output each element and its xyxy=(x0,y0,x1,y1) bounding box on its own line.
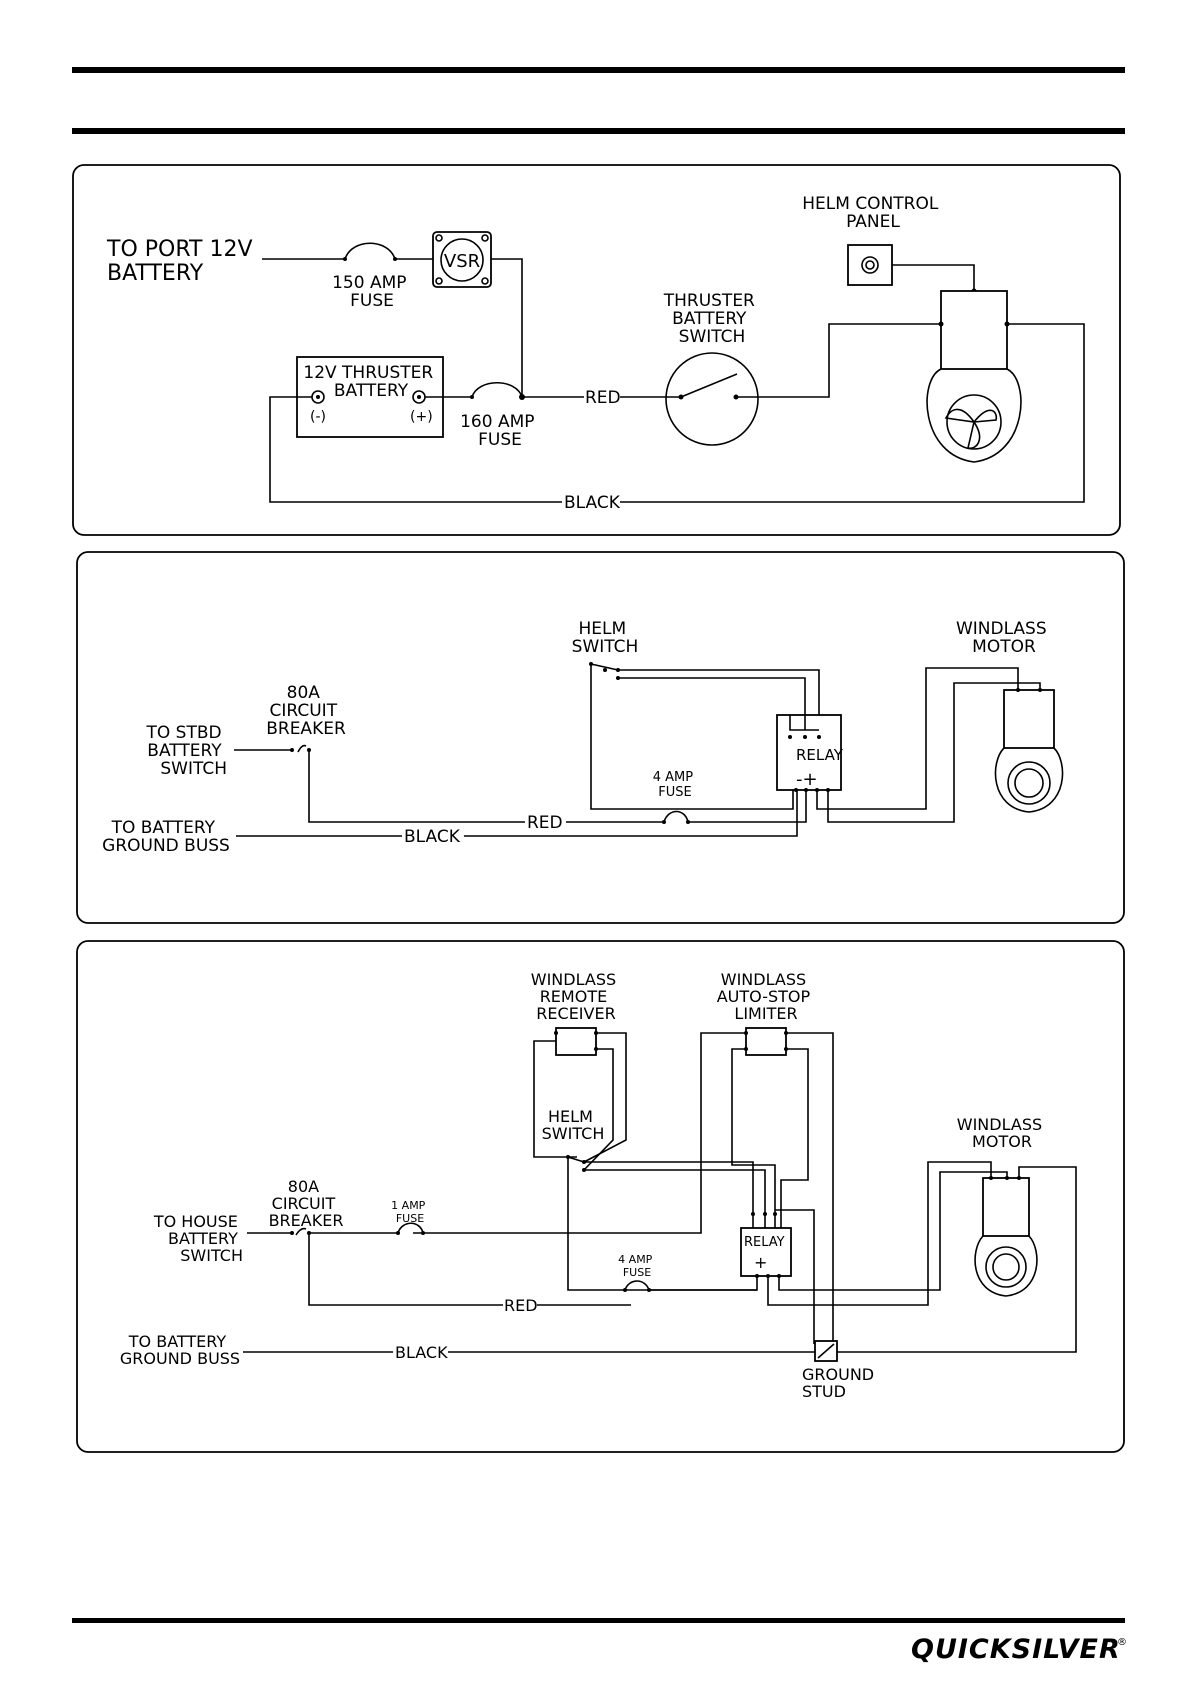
remote-receiver-label: WINDLASS REMOTE RECEIVER xyxy=(531,970,621,1023)
relay-3-label: RELAY xyxy=(744,1235,785,1250)
wire-limiter-ground xyxy=(786,1032,834,1344)
wire-limiter-relay-b xyxy=(780,1048,809,1203)
remote-enclosure xyxy=(533,1040,577,1158)
thruster-battery-label: 12V THRUSTER BATTERY xyxy=(303,363,438,401)
to-stbd-battery-label: TO STBD BATTERY SWITCH xyxy=(145,723,227,779)
to-house-battery-label: TO HOUSE BATTERY SWITCH xyxy=(153,1212,243,1265)
quicksilver-logo: QUICKSILVER xyxy=(911,1634,1121,1665)
circuit-breaker-3-label: 80A CIRCUIT BREAKER xyxy=(269,1177,344,1230)
wire-limiter-relay-a xyxy=(731,1048,776,1203)
auto-stop-limiter xyxy=(745,1027,787,1056)
fuse-4-3-label: 4 AMP FUSE xyxy=(618,1253,656,1279)
terminal-positive-label: (+) xyxy=(410,409,433,425)
fuse-4-2-label: 4 AMP FUSE xyxy=(653,770,698,800)
helm-switch-3-label: HELM SWITCH xyxy=(542,1107,605,1143)
wire-limiter-feed xyxy=(413,1032,746,1234)
wire-red-label: RED xyxy=(585,388,621,408)
windlass-motor-3-drum xyxy=(985,1246,1027,1288)
wire-red-2-label: RED xyxy=(527,813,563,833)
windlass-helm-panel: HELM SWITCH WINDLASS MOTOR RELAY -+ xyxy=(76,551,1125,924)
windlass-remote-panel: WINDLASS REMOTE RECEIVER WINDLASS AUTO-S… xyxy=(76,940,1125,1453)
remote-receiver xyxy=(555,1027,597,1056)
windlass-motor-2 xyxy=(1003,689,1055,749)
wire-relay-motor-b xyxy=(827,682,1041,823)
circuit-breaker-2-symbol xyxy=(297,744,307,753)
wire-black-2-label: BLACK xyxy=(404,827,461,847)
panel-frame-3 xyxy=(76,940,1125,1453)
helm-switch-label: HELM SWITCH xyxy=(572,619,639,657)
windlass-motor-2-drum xyxy=(1007,761,1051,805)
relay-3 xyxy=(740,1227,792,1277)
wire-red-2 xyxy=(308,750,664,823)
thruster-wiring-panel: TO PORT 12V BATTERY 150 AMP FUSE VSR 12V… xyxy=(72,164,1121,536)
auto-stop-limiter-label: WINDLASS AUTO-STOP LIMITER xyxy=(717,970,816,1023)
wire-relay-motor-a xyxy=(816,667,1019,810)
wire-black-2 xyxy=(236,790,798,837)
wire-black-return xyxy=(269,323,1085,503)
relay-2-terminals: -+ xyxy=(796,769,818,790)
to-ground-buss-2-label: TO BATTERY GROUND BUSS xyxy=(102,818,230,856)
windlass-motor-3-label: WINDLASS MOTOR xyxy=(957,1115,1047,1151)
fuse-160-label: 160 AMP FUSE xyxy=(460,412,540,450)
wire-receiver-to-helm-a xyxy=(583,1032,627,1163)
circuit-breaker-3-symbol xyxy=(295,1227,307,1236)
to-port-battery-label: TO PORT 12V BATTERY xyxy=(106,237,260,286)
fuse-150-symbol xyxy=(344,242,396,260)
propeller-icon xyxy=(946,394,1002,450)
thruster-battery-switch xyxy=(665,352,759,446)
fuse-150-label: 150 AMP FUSE xyxy=(332,273,412,311)
wire-helm-to-relay xyxy=(584,1161,754,1203)
footer-rule xyxy=(72,1618,1125,1623)
wire-vsr-to-fuse xyxy=(491,258,523,397)
relay-2-label: RELAY xyxy=(796,746,844,764)
fuse-1-label: 1 AMP FUSE xyxy=(391,1199,429,1225)
wire-receiver-to-helm-b xyxy=(583,1048,614,1171)
panel-frame-2 xyxy=(76,551,1125,924)
fuse-160-symbol xyxy=(471,382,523,398)
relay-2 xyxy=(776,714,842,791)
wire-relay3-motor-b xyxy=(778,1171,1008,1291)
circuit-breaker-2-label: 80A CIRCUIT BREAKER xyxy=(266,683,346,739)
thruster-motor-housing xyxy=(940,290,1008,370)
thruster-battery-switch-label: THRUSTER BATTERY SWITCH xyxy=(663,291,761,347)
helm-control-panel xyxy=(847,244,893,286)
wire-helm-feed xyxy=(590,664,794,810)
fuse-4-2-symbol xyxy=(663,810,689,823)
thruster-motor-body xyxy=(926,368,1022,463)
wire-switch-to-thruster xyxy=(736,323,941,398)
fuse-4-3-symbol xyxy=(624,1280,650,1291)
terminal-negative-label: (-) xyxy=(310,409,326,425)
fuse-1-symbol xyxy=(397,1222,424,1234)
windlass-motor-label: WINDLASS MOTOR xyxy=(956,619,1052,657)
wire-red-3 xyxy=(308,1233,631,1306)
wire-red-3-label: RED xyxy=(504,1296,538,1315)
registered-mark: ® xyxy=(1117,1637,1127,1648)
top-rule xyxy=(72,67,1125,73)
to-ground-buss-3-label: TO BATTERY GROUND BUSS xyxy=(120,1332,240,1368)
wire-relay3-motor-a xyxy=(767,1161,992,1306)
header-rule xyxy=(72,128,1125,134)
wire-helm-to-relay-c xyxy=(584,1169,766,1203)
wire-black-label: BLACK xyxy=(564,493,621,513)
ground-stud-label: GROUND STUD xyxy=(802,1365,879,1401)
relay-3-terminal: + xyxy=(754,1253,767,1272)
wire-motor3-ground xyxy=(837,1166,1077,1353)
helm-control-panel-label: HELM CONTROL PANEL xyxy=(802,194,944,232)
windlass-motor-3 xyxy=(982,1177,1030,1237)
vsr-label: VSR xyxy=(444,251,480,272)
wire-helm-control xyxy=(892,264,975,291)
wire-black-3-label: BLACK xyxy=(395,1343,448,1362)
